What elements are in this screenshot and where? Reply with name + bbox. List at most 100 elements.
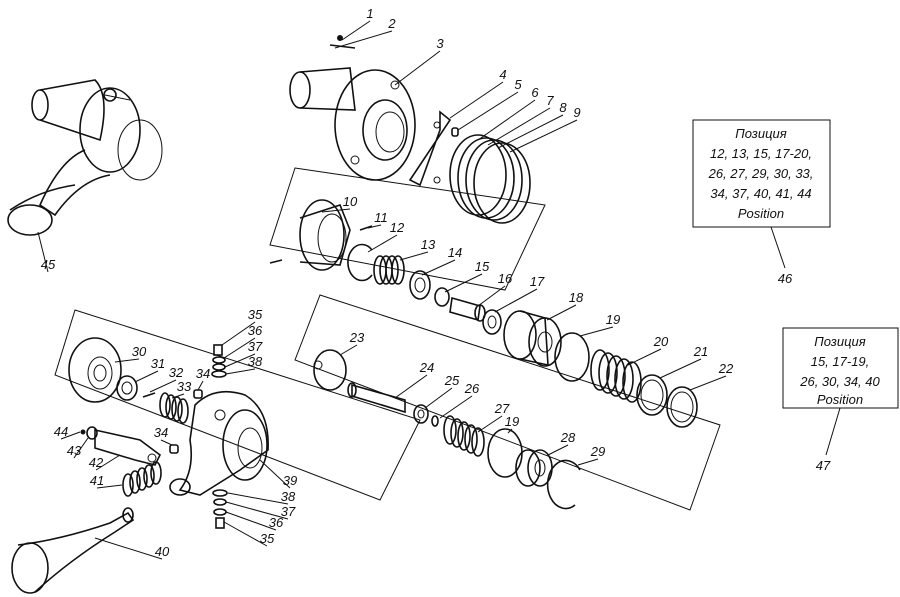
box46-line-1: Позиция	[735, 126, 786, 141]
part-number-label: 12	[390, 220, 405, 235]
handle-40	[11, 507, 135, 594]
snap-ring-29	[546, 459, 581, 510]
washer-25	[413, 404, 429, 424]
box47-line-4: Position	[817, 392, 863, 407]
leader-line	[689, 375, 727, 391]
housing-10	[299, 199, 351, 271]
fittings-35-38-top	[211, 344, 227, 378]
latch-plate-4	[408, 110, 452, 187]
leader-line	[114, 358, 140, 363]
pin-11	[269, 225, 373, 264]
spring-20	[590, 349, 642, 403]
part-number-label: 22	[718, 361, 734, 376]
part-number-label: 34	[154, 425, 168, 440]
leader-line	[449, 81, 504, 119]
label-46: 46	[778, 271, 793, 286]
leader-line	[225, 501, 289, 520]
leader-line	[547, 444, 569, 456]
group-panel-middle	[294, 294, 721, 511]
part-number-label: 21	[693, 344, 708, 359]
group-panel-upper	[269, 167, 546, 291]
leader-line	[225, 368, 256, 375]
part-number-label: 11	[374, 210, 388, 225]
part-number-label: 37	[248, 339, 263, 354]
leader-line	[424, 387, 453, 409]
leader-line	[477, 285, 506, 307]
part-number-label: 30	[132, 344, 147, 359]
leader-line	[160, 439, 173, 446]
spring-27	[443, 415, 485, 457]
leader-line	[627, 348, 662, 366]
pin-5	[451, 127, 459, 137]
part-number-label: 8	[559, 100, 567, 115]
diaphragm-23	[313, 349, 347, 391]
leader-line	[421, 259, 456, 276]
leader-line	[439, 395, 473, 419]
part-number-label: 1	[366, 6, 373, 21]
leader-46	[770, 226, 786, 269]
part-number-label: 5	[514, 77, 522, 92]
box46-line-5: Position	[738, 206, 784, 221]
part-number-label: 13	[421, 237, 436, 252]
leader-line	[367, 234, 398, 253]
leader-line	[96, 484, 123, 489]
part-number-label: 31	[151, 356, 165, 371]
pin-32	[142, 392, 156, 398]
spring-rings-6-9	[449, 134, 531, 224]
part-number-label: 32	[169, 365, 184, 380]
leader-line	[197, 380, 204, 391]
part-number-label: 34	[196, 366, 210, 381]
leader-47	[825, 407, 841, 456]
leader-line	[341, 20, 371, 41]
leader-line	[223, 521, 268, 547]
screw-43-44	[80, 426, 98, 440]
leader-line	[171, 393, 185, 399]
part-number-label: 43	[67, 443, 82, 458]
ring-15	[434, 287, 450, 307]
assembled-tool-illustration	[7, 79, 163, 236]
part-number-label: 33	[177, 379, 192, 394]
stem-24	[347, 382, 406, 414]
o-ring-19-upper	[554, 332, 590, 382]
part-number-label: 26	[464, 381, 480, 396]
part-number-label: 41	[90, 473, 104, 488]
leader-line	[259, 459, 291, 489]
part-number-label: 36	[269, 515, 284, 530]
leader-line	[509, 119, 578, 153]
part-number-label: 35	[260, 531, 275, 546]
washer-31	[116, 375, 138, 401]
leader-line	[227, 492, 289, 505]
legend-box-47	[782, 327, 899, 409]
washer-21	[636, 374, 668, 416]
part-number-label: 24	[419, 360, 434, 375]
cover-assembly-3	[289, 67, 416, 181]
washer-14	[409, 270, 431, 300]
flange-30	[68, 337, 122, 403]
part-number-label: 16	[498, 271, 513, 286]
leader-lines	[37, 20, 727, 560]
part-number-label: 2	[387, 16, 396, 31]
leader-line	[444, 273, 483, 293]
leader-line	[399, 251, 429, 261]
leader-line	[497, 114, 564, 149]
part-number-label: 19	[606, 312, 620, 327]
box46-line-3: 26, 27, 29, 30, 33,	[708, 166, 814, 181]
spring-13	[373, 255, 405, 285]
leader-line	[134, 370, 159, 383]
leader-line	[546, 304, 577, 321]
part-number-label: 15	[475, 259, 490, 274]
leader-line	[487, 107, 551, 146]
part-number-label: 40	[155, 544, 170, 559]
part-number-label: 6	[531, 85, 539, 100]
part-number-label: 35	[248, 307, 263, 322]
part-number-label: 14	[448, 245, 462, 260]
leader-line	[579, 326, 614, 337]
ring-26	[431, 415, 439, 427]
leader-line	[225, 511, 277, 531]
part-number-label: 38	[248, 354, 263, 369]
leader-line	[94, 537, 163, 560]
group-panel-lower-left	[54, 309, 421, 501]
part-number-label: 23	[349, 330, 365, 345]
part-number-label: 10	[343, 194, 358, 209]
